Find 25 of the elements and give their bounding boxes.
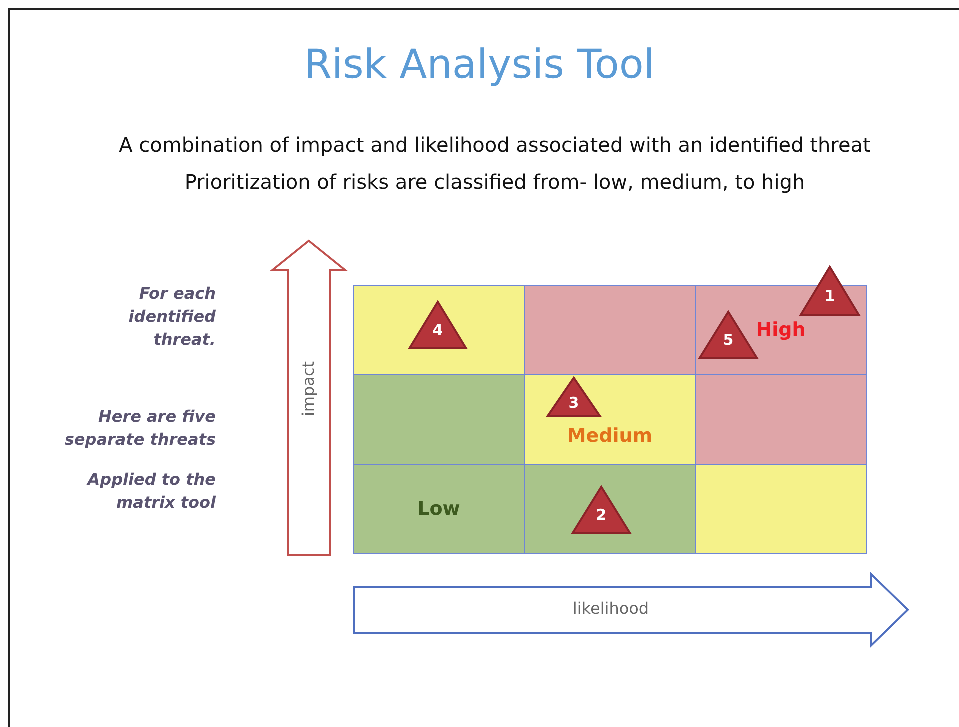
axis-label: impact bbox=[299, 360, 319, 416]
risk-level-label: Low bbox=[418, 498, 460, 520]
note-text: For each identified threat. bbox=[128, 283, 216, 351]
subtitle-text: Prioritization of risks are classified from- low, medium, to high bbox=[184, 170, 806, 194]
slide-title: Risk Analysis Tool bbox=[303, 42, 656, 88]
matrix-cell bbox=[695, 285, 867, 376]
threat-number: 3 bbox=[568, 394, 580, 412]
risk-level-label: Medium bbox=[567, 425, 653, 448]
matrix-cell bbox=[524, 374, 696, 465]
threat-number: 5 bbox=[722, 331, 735, 350]
matrix-cell bbox=[353, 374, 525, 465]
matrix-cell bbox=[524, 464, 696, 554]
threat-number: 2 bbox=[595, 506, 608, 524]
matrix-cell bbox=[695, 464, 867, 554]
note-text: Applied to the matrix tool bbox=[86, 469, 216, 514]
subtitle-text: A combination of impact and likelihood associated with an identified threat bbox=[118, 133, 872, 157]
threat-number: 1 bbox=[824, 287, 836, 305]
note-text: Here are five separate threats bbox=[64, 406, 216, 451]
threat-number: 4 bbox=[432, 321, 444, 340]
risk-level-label: High bbox=[756, 319, 806, 342]
matrix-cell bbox=[695, 374, 867, 465]
matrix-cell bbox=[353, 464, 525, 554]
matrix-cell bbox=[524, 285, 696, 376]
matrix-cell bbox=[353, 285, 525, 376]
axis-label: likelihood bbox=[572, 599, 650, 619]
